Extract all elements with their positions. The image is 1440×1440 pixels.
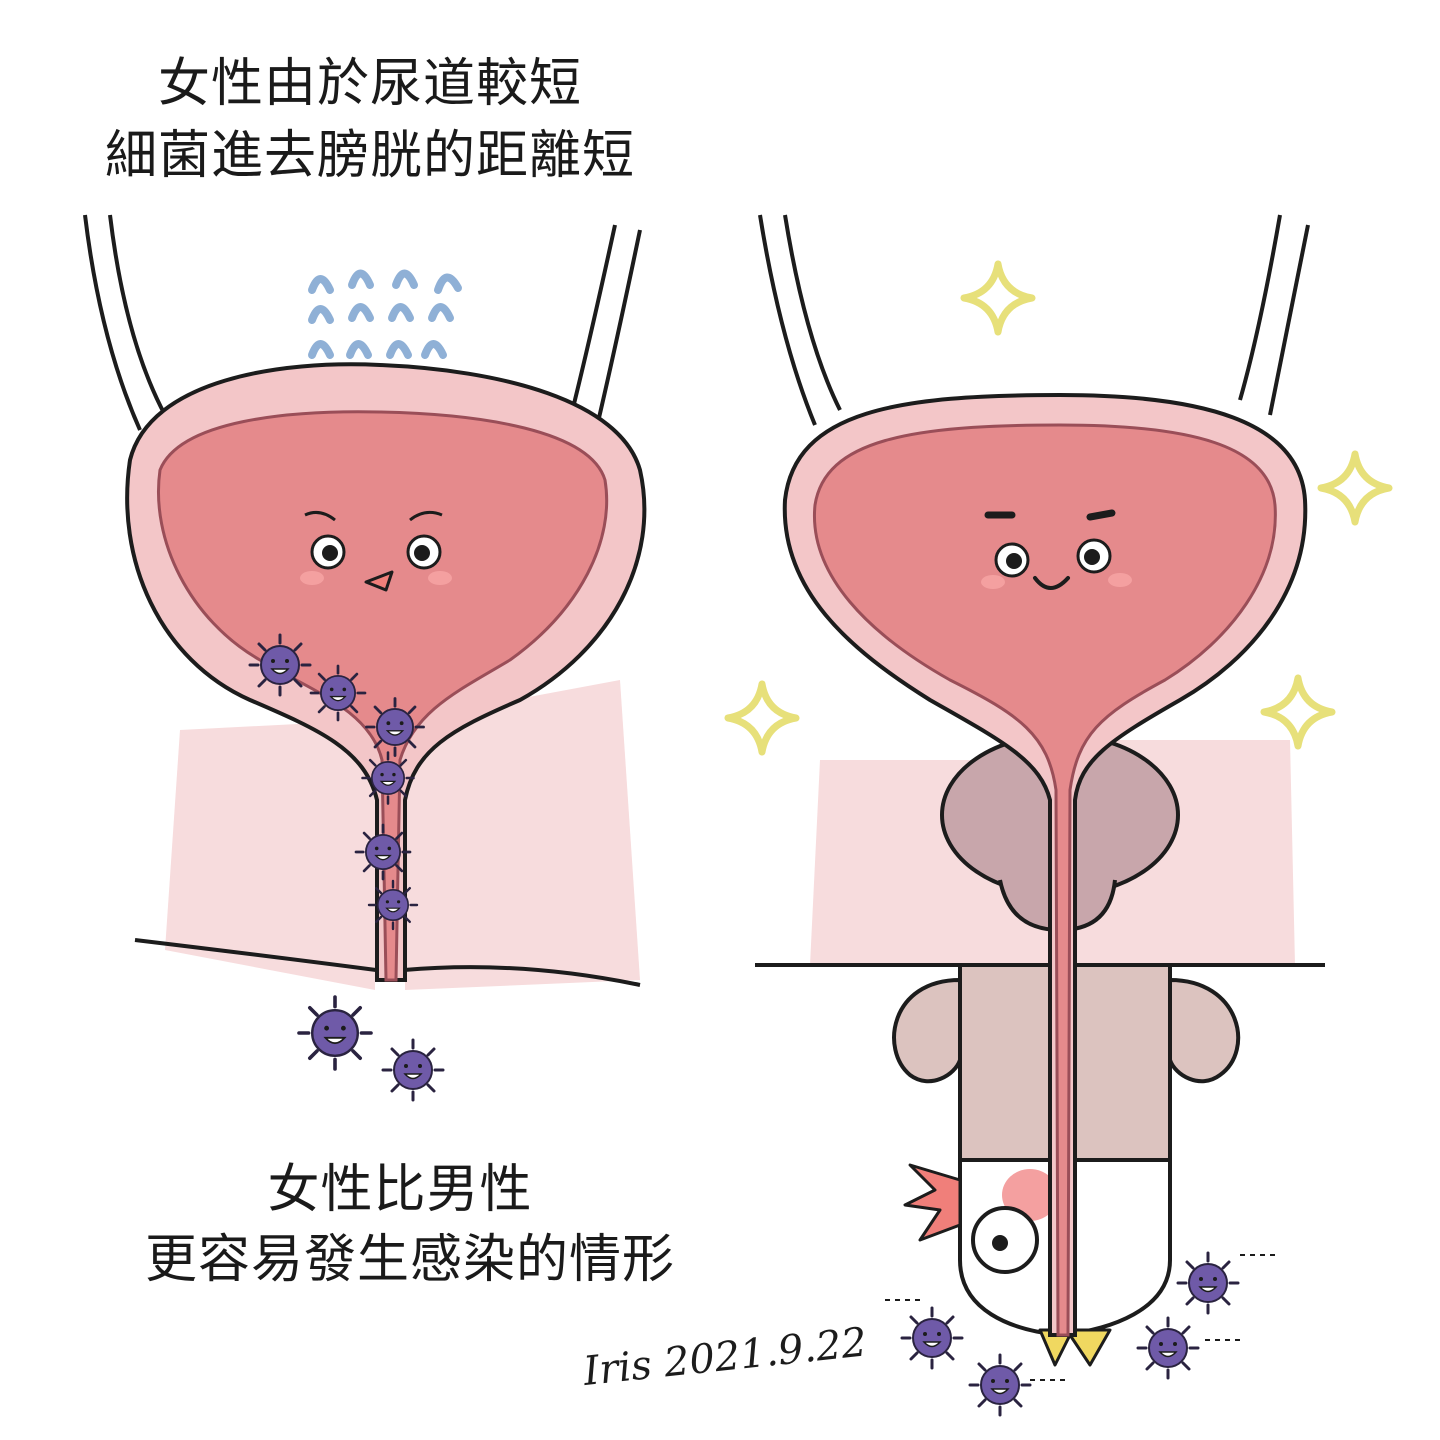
caption-top-line-1: 女性由於尿道較短: [157, 54, 582, 114]
female-bladder-face: [300, 510, 452, 592]
male-bladder-face: [981, 509, 1132, 590]
signature: Iris 2021.9.22: [580, 1319, 869, 1395]
female-left-ureter: [83, 214, 167, 431]
male-right-ureter: [1238, 214, 1310, 416]
rooster-comb: [903, 1163, 962, 1242]
female-pelvic-tissue-right: [405, 680, 640, 990]
male-bladder-illustration: [728, 214, 1389, 1417]
caption-bottom-line-2: 更容易發生感染的情形: [144, 1230, 675, 1290]
sweat-drops: [308, 269, 462, 359]
rooster-beak: [1038, 1328, 1112, 1367]
female-bladder-illustration: [83, 214, 647, 1102]
female-bladder-lumen: [157, 410, 609, 982]
motion-lines: [885, 1254, 1280, 1381]
male-bladder-lumen: [812, 423, 1277, 1337]
caption-bottom-line-1: 女性比男性: [267, 1160, 533, 1220]
male-left-ureter: [758, 214, 842, 426]
scrotum-left: [892, 977, 962, 1084]
female-right-ureter: [568, 224, 642, 436]
caption-top-line-2: 細菌進去膀胱的距離短: [104, 126, 635, 186]
scrotum-right: [1168, 977, 1241, 1084]
female-pelvic-tissue: [165, 720, 375, 990]
